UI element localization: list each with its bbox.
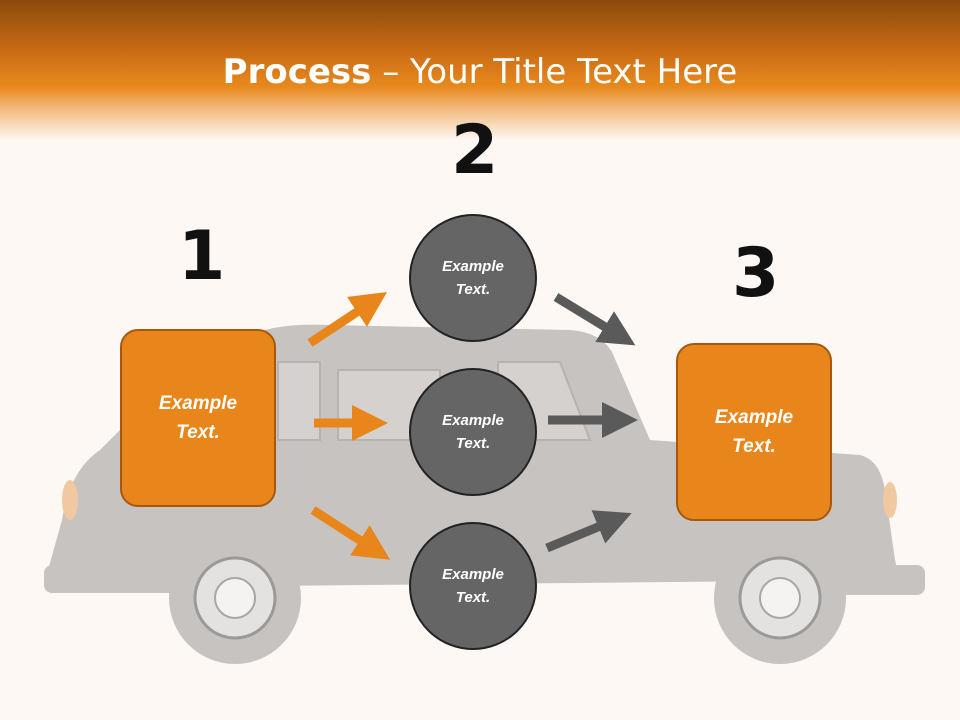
- circle-bottom-text: Example Text.: [442, 566, 504, 606]
- circle-top-text: Example Text.: [442, 258, 504, 298]
- step-number-3: 3: [732, 234, 780, 313]
- circle-middle: Example Text.: [409, 368, 537, 496]
- step-number-1: 1: [178, 217, 226, 296]
- header-band: [0, 0, 960, 140]
- title-bold: Process: [222, 52, 372, 92]
- arrow-bottom-to-3: [545, 510, 632, 553]
- step-1-text: Example Text.: [158, 393, 238, 443]
- circle-middle-text: Example Text.: [442, 412, 504, 452]
- step-1-box: Example Text.: [120, 329, 276, 507]
- step-3-box: Example Text.: [676, 343, 832, 521]
- slide-title: Process – Your Title Text Here: [0, 52, 960, 92]
- arrow-1-to-top: [307, 292, 388, 347]
- circle-top: Example Text.: [409, 214, 537, 342]
- arrow-top-to-3: [553, 293, 636, 346]
- title-rest: Your Title Text Here: [410, 52, 738, 92]
- step-3-text: Example Text.: [714, 407, 794, 457]
- title-separator: –: [371, 52, 411, 92]
- arrow-1-to-bottom: [310, 506, 391, 560]
- step-number-2: 2: [451, 111, 499, 190]
- circle-bottom: Example Text.: [409, 522, 537, 650]
